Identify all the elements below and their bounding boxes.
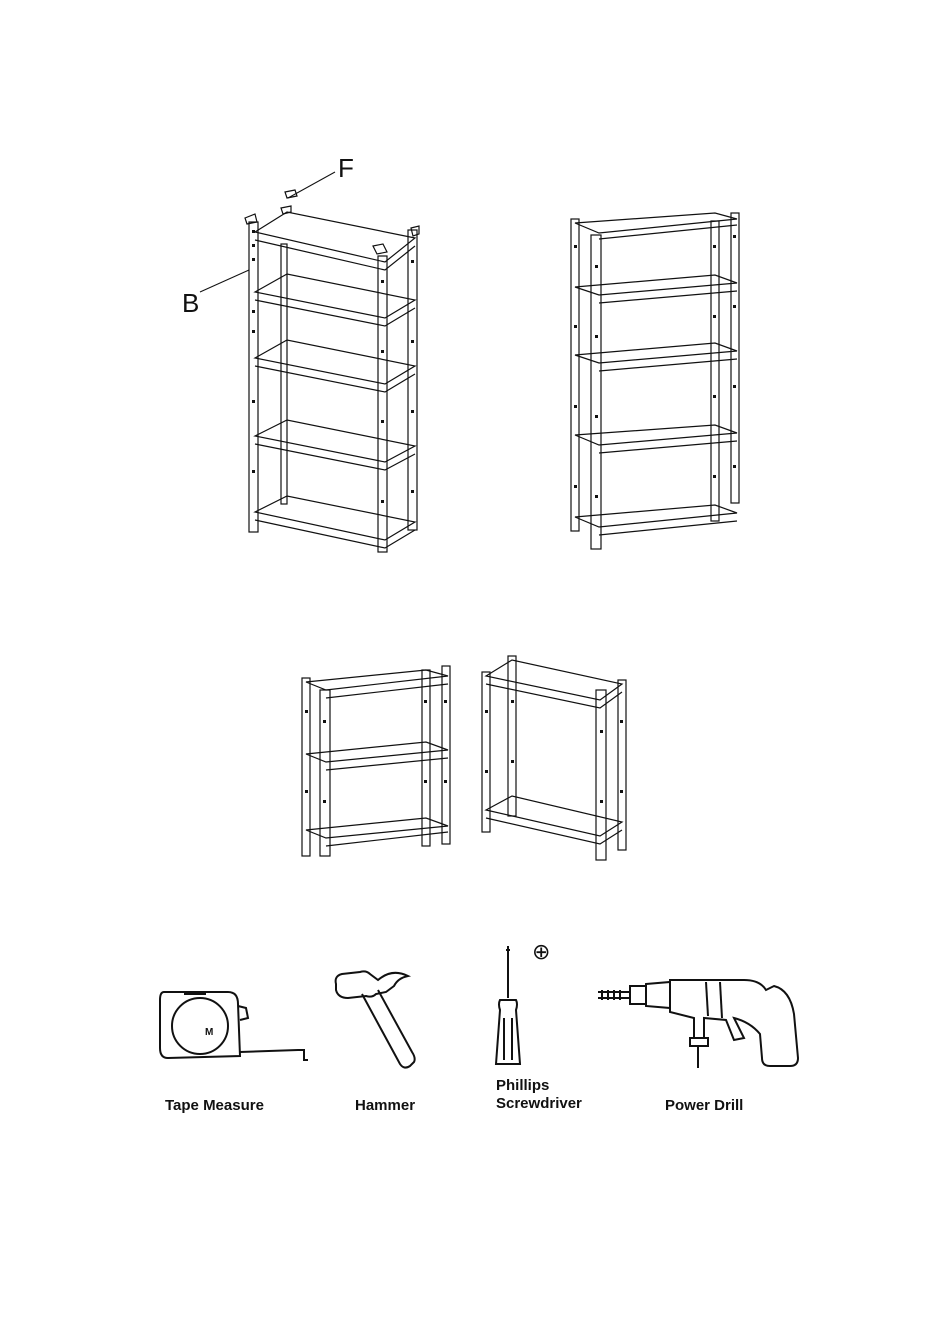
- callout-f: F: [338, 155, 354, 181]
- hammer-icon: [332, 964, 422, 1074]
- tape-measure-icon: M: [158, 988, 313, 1068]
- hammer-label: Hammer: [355, 1097, 415, 1115]
- screwdriver-label: Phillips Screwdriver: [496, 1077, 582, 1113]
- power-drill-icon: [594, 978, 804, 1070]
- shelving-3-tier: [300, 660, 455, 860]
- tape-measure-label: Tape Measure: [165, 1097, 264, 1115]
- phillips-symbol: ⊕: [532, 942, 550, 964]
- screwdriver-label-line2: Screwdriver: [496, 1095, 582, 1113]
- power-drill-label: Power Drill: [665, 1097, 743, 1115]
- screwdriver-label-line1: Phillips: [496, 1077, 582, 1095]
- shelving-2-tier: [480, 650, 630, 865]
- shelving-5-tier-with-caps: [245, 200, 420, 555]
- shelving-5-tier-assembled: [565, 205, 745, 550]
- callout-b: B: [182, 290, 199, 316]
- screwdriver-icon: [494, 944, 534, 1068]
- svg-text:M: M: [205, 1027, 213, 1038]
